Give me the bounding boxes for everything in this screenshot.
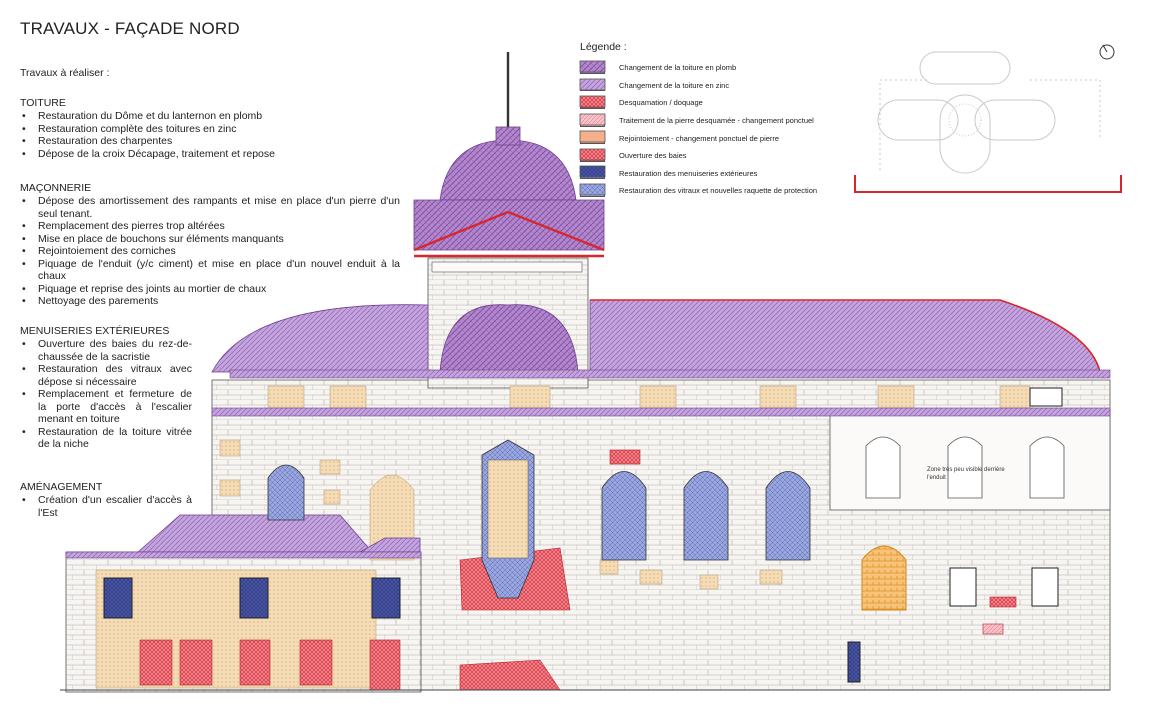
legend-label: Restauration des vitraux et nouvelles ra… <box>619 186 818 196</box>
cornices <box>65 369 1111 559</box>
list-item: Remplacement et fermeture de la porte d'… <box>20 388 192 426</box>
list-item: Dépose de la croix Décapage, traitement … <box>20 148 400 161</box>
legend-label: Traitement de la pierre desquamée - chan… <box>619 116 814 126</box>
section-heading: MAÇONNERIE <box>20 182 92 194</box>
annotation-note: Zone très peu visible derrière l'enduit <box>927 467 1005 481</box>
list-item: Nettoyage des parements <box>20 295 400 308</box>
list-item: Ouverture des baies du rez-de-chaussée d… <box>20 338 192 363</box>
dentil-band <box>431 261 583 273</box>
page-title: TRAVAUX - FAÇADE NORD <box>20 19 240 38</box>
list-item: Restauration des vitraux avec dépose si … <box>20 363 192 388</box>
site-plan <box>854 44 1122 193</box>
pediment-lines <box>413 210 1101 373</box>
list-item: Restauration complète des toitures en zi… <box>20 123 400 136</box>
legend-label: Desquamation / doquage <box>619 98 703 108</box>
section-heading: TOITURE <box>20 97 66 109</box>
list-item: Restauration de la toiture vitrée de la … <box>20 426 192 451</box>
list-item: Piquage et reprise des joints au mortier… <box>20 283 400 296</box>
list-item: Restauration du Dôme et du lanternon en … <box>20 110 400 123</box>
legend-label: Rejointoiement - changement ponctuel de … <box>619 133 780 143</box>
exterior-joinery <box>103 387 1063 683</box>
legend-label: Changement de la toiture en zinc <box>619 80 730 90</box>
list-item: Piquage de l'enduit (y/c ciment) et mise… <box>20 258 400 283</box>
intro-text: Travaux à réaliser : <box>20 67 110 79</box>
list-item: Rejointoiement des corniches <box>20 245 400 258</box>
legend-label: Restauration des menuiseries extérieures <box>619 168 758 178</box>
upper-right-windows <box>865 436 1065 499</box>
rejointing-bay <box>861 545 907 611</box>
list-item: Dépose des amortissement des rampants et… <box>20 195 400 220</box>
legend-title: Légende : <box>580 41 627 53</box>
section-heading: MENUISERIES EXTÉRIEURES <box>20 325 170 337</box>
list-item: Restauration des charpentes <box>20 135 400 148</box>
north-arrow-icon <box>1099 44 1115 60</box>
list-item: Mise en place de bouchons sur éléments m… <box>20 233 400 246</box>
list-item: Remplacement des pierres trop altérées <box>20 220 400 233</box>
section-maconnerie: MAÇONNERIE Dépose des amortissement des … <box>20 182 400 308</box>
legend-label: Ouverture des baies <box>619 151 687 161</box>
section-toiture: TOITURE Restauration du Dôme et du lante… <box>20 97 400 160</box>
legend-swatches <box>579 60 606 196</box>
section-menuiseries: MENUISERIES EXTÉRIEURES Ouverture des ba… <box>20 325 192 451</box>
roofs <box>136 126 1101 553</box>
legend-label: Changement de la toiture en plomb <box>619 63 737 73</box>
section-amenagement: AMÉNAGEMENT Création d'un escalier d'acc… <box>20 481 192 519</box>
list-item: Création d'un escalier d'accès à l'Est <box>20 494 192 519</box>
section-heading: AMÉNAGEMENT <box>20 481 103 493</box>
stained-glass-windows <box>267 439 811 599</box>
